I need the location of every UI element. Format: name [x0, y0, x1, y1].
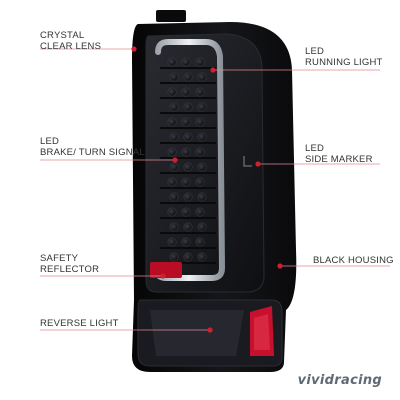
- callout-line-text: CRYSTAL: [40, 30, 85, 41]
- led-bulb: [167, 177, 177, 187]
- led-bulb: [167, 207, 177, 217]
- led-bulb: [181, 117, 191, 127]
- led-slat: [160, 157, 216, 159]
- led-bulb: [169, 162, 179, 172]
- lens-body: [145, 33, 265, 293]
- led-slat: [160, 142, 216, 144]
- led-bulb: [181, 87, 191, 97]
- led-bulb: [181, 147, 191, 157]
- led-bulb: [183, 102, 193, 112]
- led-slat: [160, 202, 216, 204]
- led-bulb: [169, 192, 179, 202]
- led-slat: [160, 247, 216, 249]
- led-bulb: [167, 117, 177, 127]
- callout-line-text: REFLECTOR: [40, 264, 100, 275]
- led-bulb: [181, 207, 191, 217]
- callout-line-text: LED: [40, 136, 60, 147]
- led-bulb: [197, 162, 207, 172]
- callout-line-text: LED: [305, 46, 325, 57]
- led-bulb: [169, 222, 179, 232]
- led-bulb: [197, 192, 207, 202]
- led-array: [160, 57, 216, 264]
- callout-reverse-light: REVERSE LIGHT: [40, 318, 119, 329]
- led-bulb: [167, 57, 177, 67]
- led-bulb: [183, 222, 193, 232]
- led-bulb: [169, 252, 179, 262]
- callout-line-text: RUNNING LIGHT: [305, 57, 383, 68]
- callout-led-running-light: LED RUNNING LIGHT: [305, 46, 383, 68]
- callout-dot-icon: [131, 46, 137, 52]
- side-marker-bracket: [243, 156, 252, 167]
- callout-dot-icon: [160, 273, 166, 279]
- led-bulb: [181, 177, 191, 187]
- led-bulb: [183, 162, 193, 172]
- led-slat: [160, 112, 216, 114]
- callout-line-text: CLEAR LENS: [40, 41, 102, 52]
- led-bulb: [169, 72, 179, 82]
- led-bulb: [181, 57, 191, 67]
- led-bulb: [197, 72, 207, 82]
- callout-line-text: SIDE MARKER: [305, 154, 373, 165]
- led-bulb: [169, 102, 179, 112]
- callout-dot-icon: [210, 67, 216, 73]
- led-bulb: [197, 132, 207, 142]
- led-slat: [160, 127, 216, 129]
- callout-safety-reflector: SAFETY REFLECTOR: [40, 253, 99, 275]
- led-slat: [160, 172, 216, 174]
- callout-lines: [40, 48, 390, 331]
- led-bulb: [197, 252, 207, 262]
- callout-line-text: LED: [305, 143, 325, 154]
- led-bulb: [183, 192, 193, 202]
- led-slat: [160, 67, 216, 69]
- led-slat: [160, 82, 216, 84]
- safety-reflector-shape: [150, 262, 182, 278]
- callout-crystal-clear-lens: CRYSTAL CLEAR LENS: [40, 30, 101, 52]
- callout-line-text: REVERSE LIGHT: [40, 318, 119, 329]
- callout-dots: [131, 46, 283, 333]
- led-bulb: [167, 87, 177, 97]
- led-bulb: [195, 207, 205, 217]
- led-slat: [160, 232, 216, 234]
- led-bulb: [183, 132, 193, 142]
- led-bulb: [197, 102, 207, 112]
- led-bulb: [181, 237, 191, 247]
- callout-line-text: SAFETY: [40, 253, 79, 264]
- led-bulb: [195, 117, 205, 127]
- led-slat: [160, 97, 216, 99]
- led-bulb: [183, 252, 193, 262]
- callout-dot-icon: [255, 161, 261, 167]
- lower-reflector-highlight: [254, 314, 270, 350]
- led-bulb: [195, 87, 205, 97]
- led-slat: [160, 217, 216, 219]
- mounting-tab: [156, 10, 186, 22]
- led-bulb: [197, 222, 207, 232]
- led-bulb: [195, 177, 205, 187]
- led-slat: [160, 187, 216, 189]
- callout-led-brake-turn-signal: LED BRAKE/ TURN SIGNAL: [40, 136, 145, 158]
- led-bulb: [195, 57, 205, 67]
- led-bulb: [169, 132, 179, 142]
- callout-line-text: BLACK HOUSING: [313, 255, 394, 266]
- led-bulb: [183, 72, 193, 82]
- callout-led-side-marker: LED SIDE MARKER: [305, 143, 373, 165]
- callout-dot-icon: [207, 327, 213, 333]
- led-bulb: [195, 147, 205, 157]
- callout-dot-icon: [277, 263, 283, 269]
- callout-black-housing: BLACK HOUSING: [313, 255, 394, 266]
- brand-watermark: vividracing: [297, 373, 382, 388]
- led-bulb: [167, 237, 177, 247]
- led-bulb: [195, 237, 205, 247]
- led-bulb: [167, 147, 177, 157]
- callout-dot-icon: [172, 157, 178, 163]
- callout-line-text: BRAKE/ TURN SIGNAL: [40, 147, 145, 158]
- reverse-light-inner: [150, 310, 244, 356]
- led-slat: [160, 262, 216, 264]
